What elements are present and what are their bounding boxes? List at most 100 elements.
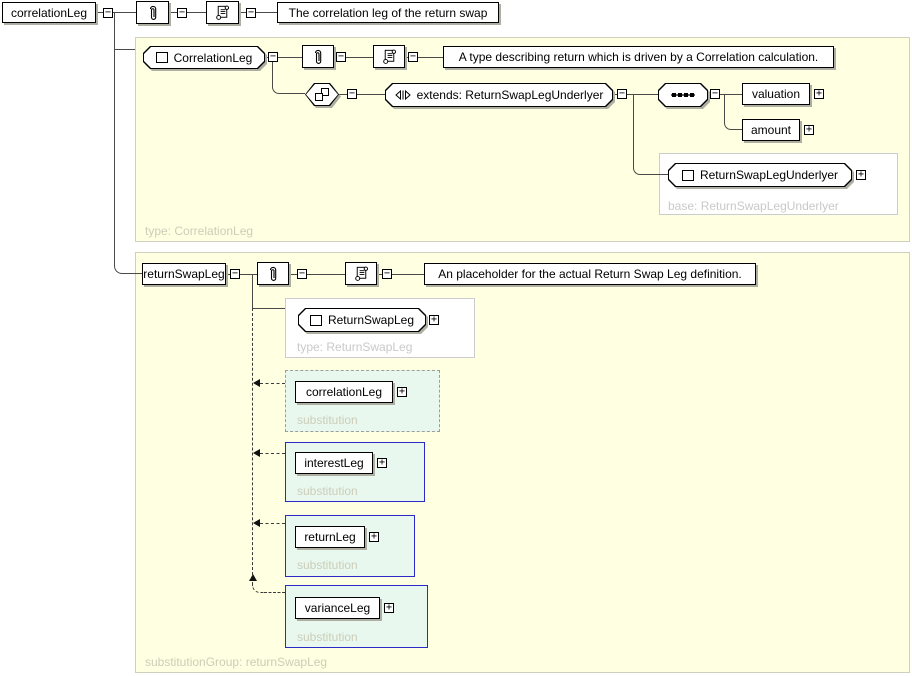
panel-footer: type: CorrelationLeg <box>145 224 254 238</box>
connector <box>724 94 725 123</box>
connector <box>627 94 658 95</box>
connector <box>256 12 277 13</box>
connector <box>633 168 643 175</box>
expand-toggle[interactable]: + <box>377 457 387 468</box>
annotation-box[interactable] <box>345 262 377 285</box>
annotation-box[interactable] <box>206 1 239 24</box>
connector <box>418 57 443 58</box>
substitution-element-interestLeg[interactable]: interestLeg <box>295 452 373 474</box>
connector <box>633 94 634 168</box>
element-label: returnLeg <box>304 530 356 544</box>
substitution-element-correlationLeg[interactable]: correlationLeg <box>295 381 393 403</box>
substitution-connector <box>260 453 285 454</box>
extends-box[interactable]: extends: ReturnSwapLegUnderlyer <box>385 83 613 107</box>
paperclip-icon <box>314 49 322 64</box>
collapse-toggle[interactable]: − <box>103 7 113 18</box>
expand-toggle[interactable]: + <box>429 314 439 325</box>
annotation-scroll-icon <box>382 49 396 64</box>
connector <box>334 57 336 58</box>
paperclip-icon <box>269 266 277 281</box>
connector <box>187 12 206 13</box>
expand-toggle[interactable]: + <box>814 88 824 99</box>
substitution-element-varianceLeg[interactable]: varianceLeg <box>295 597 380 619</box>
complex-type-icon <box>309 314 322 326</box>
substitution-arrow <box>253 379 260 387</box>
connector <box>240 12 246 13</box>
substitution-connector <box>264 592 285 593</box>
connector <box>732 129 742 130</box>
connector <box>170 12 177 13</box>
type-box-ReturnSwapLeg[interactable]: ReturnSwapLeg <box>298 308 426 332</box>
collapse-toggle[interactable]: − <box>408 51 418 62</box>
element-label: interestLeg <box>304 456 364 470</box>
substitution-footer: substitution <box>297 413 358 427</box>
element-label: correlationLeg <box>305 385 383 399</box>
connector <box>280 93 305 94</box>
collapse-toggle[interactable]: − <box>336 51 346 62</box>
substitution-connector <box>252 585 264 593</box>
collapse-toggle[interactable]: − <box>617 88 627 99</box>
panel-footer: substitutionGroup: returnSwapLeg <box>145 655 328 669</box>
collapse-toggle[interactable]: − <box>177 7 187 18</box>
element-annotation-text: An placeholder for the actual Return Swa… <box>438 267 742 281</box>
connector <box>113 12 136 13</box>
expand-toggle[interactable]: + <box>856 169 866 180</box>
connector <box>307 274 345 275</box>
connector <box>392 274 424 275</box>
attributes-box[interactable] <box>257 262 289 285</box>
base-type-box[interactable]: ReturnSwapLegUnderlyer <box>668 163 852 187</box>
collapse-toggle[interactable]: − <box>710 88 720 99</box>
connector <box>252 274 253 308</box>
connector <box>339 94 347 95</box>
element-label: varianceLeg <box>304 601 371 615</box>
sequence-compositor[interactable] <box>658 83 708 107</box>
substitution-connector <box>252 308 253 585</box>
expand-toggle[interactable]: + <box>384 602 394 613</box>
collapse-toggle[interactable]: − <box>246 7 256 18</box>
substitution-arrow <box>253 519 260 527</box>
connector <box>252 308 285 309</box>
connector <box>346 57 373 58</box>
expand-toggle[interactable]: + <box>397 386 407 397</box>
annotation-scroll-icon <box>216 5 230 20</box>
base-type-label: ReturnSwapLegUnderlyer <box>699 168 839 182</box>
attributes-box[interactable] <box>302 45 334 68</box>
type-label: ReturnSwapLeg <box>327 313 415 327</box>
connector <box>114 266 124 274</box>
paperclip-icon <box>149 5 156 20</box>
expand-toggle[interactable]: + <box>804 124 814 135</box>
attributes-box[interactable] <box>136 1 169 24</box>
root-element-box[interactable]: correlationLeg <box>2 2 96 23</box>
collapse-toggle[interactable]: − <box>347 88 357 99</box>
element-box-returnSwapLeg[interactable]: returnSwapLeg <box>142 263 226 285</box>
complex-type-icon <box>155 52 168 63</box>
sequence-icon <box>671 93 695 97</box>
derivation-hexagon[interactable] <box>305 83 339 106</box>
element-box-valuation[interactable]: valuation <box>742 83 810 105</box>
collapse-toggle[interactable]: − <box>268 51 278 62</box>
connector <box>377 274 382 275</box>
connector <box>272 87 280 94</box>
derived-by-extension-icon <box>315 88 329 101</box>
complex-type-icon <box>681 169 694 181</box>
complex-type-box-CorrelationLeg[interactable]: CorrelationLeg <box>143 46 265 69</box>
collapse-toggle[interactable]: − <box>382 268 392 279</box>
connector <box>643 174 668 175</box>
extends-icon <box>394 90 411 100</box>
element-label: returnSwapLeg <box>143 267 225 281</box>
element-label: amount <box>750 123 792 137</box>
substitution-footer: substitution <box>297 558 358 572</box>
connector <box>96 12 103 13</box>
substitution-element-returnLeg[interactable]: returnLeg <box>295 526 365 548</box>
connector <box>278 57 302 58</box>
element-box-amount[interactable]: amount <box>742 119 800 141</box>
substitution-arrow <box>253 449 260 457</box>
extends-label: extends: ReturnSwapLegUnderlyer <box>416 88 604 102</box>
root-annotation-text: The correlation leg of the return swap <box>288 5 488 20</box>
annotation-box[interactable] <box>373 45 405 68</box>
root-element-label: correlationLeg <box>10 5 88 20</box>
connector <box>226 274 230 275</box>
expand-toggle[interactable]: + <box>369 531 379 542</box>
collapse-toggle[interactable]: − <box>297 268 307 279</box>
collapse-toggle[interactable]: − <box>230 268 240 279</box>
